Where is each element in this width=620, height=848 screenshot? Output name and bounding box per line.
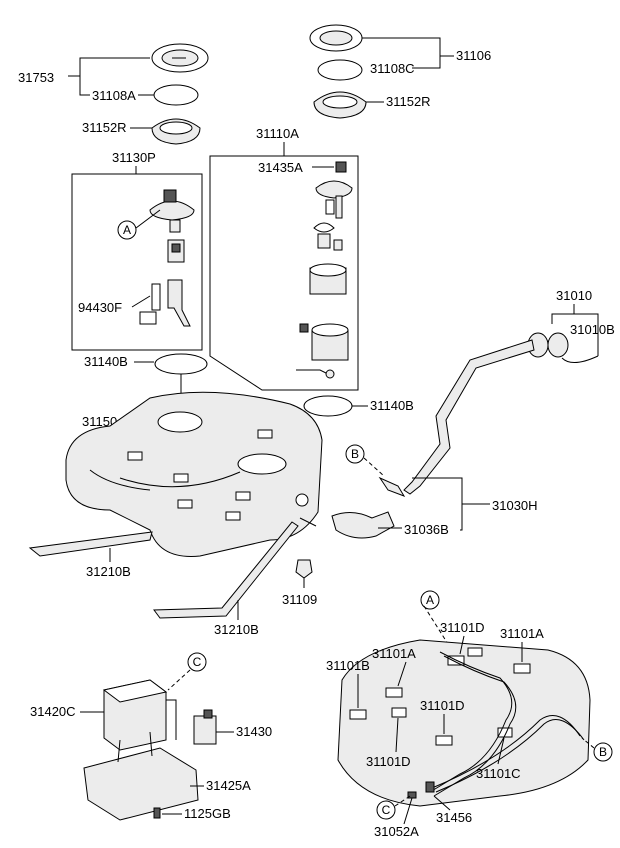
label-31425a: 31425A <box>206 778 251 793</box>
label-31109: 31109 <box>282 592 317 607</box>
callout-c-canister: C <box>193 655 202 669</box>
label-31052a: 31052A <box>374 824 419 839</box>
label-31420c: 31420C <box>30 704 76 719</box>
label-31010b: 31010B <box>570 322 615 337</box>
pump-module-parts <box>296 161 353 379</box>
fuel-tank <box>65 391 323 557</box>
label-31101d-mid: 31101D <box>420 698 465 713</box>
label-31101c: 31101C <box>476 766 521 781</box>
label-31150: 31150 <box>82 414 117 429</box>
callout-b-lines: B <box>599 745 607 759</box>
label-31210b-left: 31210B <box>86 564 131 579</box>
label-31108c: 31108C <box>370 61 415 76</box>
cover-stack-left <box>151 43 209 145</box>
label-31210b-right: 31210B <box>214 622 259 637</box>
filler-neck-parts <box>331 332 599 539</box>
label-31152r-right: 31152R <box>386 94 431 109</box>
callout-b-filler: B <box>351 447 359 461</box>
sender-unit-parts <box>139 189 195 327</box>
label-31430: 31430 <box>236 724 272 739</box>
label-94430f: 94430F <box>78 300 122 315</box>
label-31130p: 31130P <box>112 150 156 165</box>
callout-a-lines: A <box>426 593 434 607</box>
pump-module-box <box>209 155 359 391</box>
label-31106: 31106 <box>456 48 491 63</box>
label-31101a-right: 31101A <box>500 626 544 641</box>
label-31101d-bottom: 31101D <box>366 754 411 769</box>
label-31435a: 31435A <box>258 160 303 175</box>
label-31101a-mid: 31101A <box>372 646 416 661</box>
label-31101b: 31101B <box>326 658 370 673</box>
sender-kit-box <box>71 173 203 351</box>
cover-stack-right <box>309 24 367 119</box>
tank-straps <box>28 517 317 619</box>
callout-a-pump: A <box>123 223 131 237</box>
label-31101d-top: 31101D <box>440 620 485 635</box>
canister-parts <box>83 679 217 821</box>
label-31152r-left: 31152R <box>82 120 127 135</box>
tank-fuel-lines <box>337 639 591 807</box>
label-31140b-right: 31140B <box>370 398 414 413</box>
label-31010: 31010 <box>556 288 592 303</box>
label-31140b-left: 31140B <box>84 354 128 369</box>
label-31753: 31753 <box>18 70 54 85</box>
label-1125gb: 1125GB <box>184 806 231 821</box>
label-31036b: 31036B <box>404 522 449 537</box>
label-31030h: 31030H <box>492 498 538 513</box>
label-31110a: 31110A <box>256 126 299 141</box>
label-31456: 31456 <box>436 810 472 825</box>
label-31108a: 31108A <box>92 88 136 103</box>
callout-c-lines: C <box>382 803 391 817</box>
